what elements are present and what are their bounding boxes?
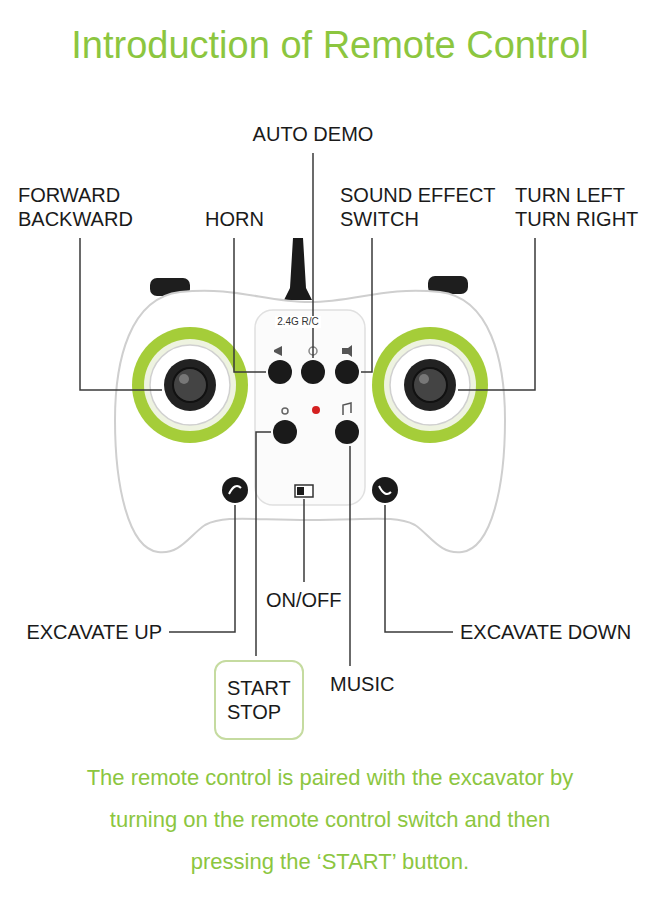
joystick-stick [164, 359, 216, 411]
caption-text: The remote control is paired with the ex… [75, 757, 585, 883]
horn-icon [274, 346, 282, 356]
box-text: START STOP [227, 676, 290, 724]
sound-icon [342, 345, 352, 357]
part-label: SOUND EFFECT SWITCH [340, 183, 508, 231]
sound-button [335, 360, 359, 384]
joystick-highlight [419, 374, 429, 384]
part-label: AUTO DEMO [253, 122, 374, 146]
excavate-down-button [372, 477, 398, 503]
button-icon [229, 486, 241, 494]
horn-button [268, 360, 292, 384]
part-label: TURN LEFT TURN RIGHT [515, 183, 647, 231]
leader-line [80, 238, 162, 390]
joystick-stick [404, 359, 456, 411]
part-label: FORWARD BACKWARD [18, 183, 146, 231]
demo-button [301, 360, 325, 384]
joystick-cap [173, 368, 207, 402]
joystick-ring [132, 327, 248, 443]
part-label: ON/OFF [266, 588, 342, 612]
leader-line [256, 432, 271, 656]
power-switch [295, 485, 313, 497]
power-led [312, 406, 320, 414]
part-label: HORN [205, 207, 264, 231]
switch-slider [297, 487, 304, 495]
leader-line [385, 505, 453, 632]
device-marking: 2.4G R/C [275, 316, 321, 328]
part-label: MUSIC [330, 672, 394, 696]
start-icon [282, 408, 288, 414]
joystick-base [390, 345, 470, 425]
joystick-ring [384, 339, 476, 431]
music-icon [343, 403, 351, 415]
joystick-highlight [179, 374, 189, 384]
part-label: EXCAVATE UP [26, 620, 162, 644]
joystick-ring [372, 327, 488, 443]
antenna [284, 238, 312, 300]
start-button [273, 420, 297, 444]
joystick-cap [413, 368, 447, 402]
leader-line [169, 505, 235, 632]
leader-line [234, 238, 266, 372]
leader-line [458, 238, 535, 390]
leader-line [361, 238, 372, 372]
leader-line [349, 446, 351, 666]
diagram-title: Introduction of Remote Control [71, 22, 589, 68]
button-icon [379, 486, 391, 494]
part-label: EXCAVATE DOWN [460, 620, 631, 644]
controller-body [115, 291, 505, 553]
joystick-ring [144, 339, 236, 431]
music-button [335, 420, 359, 444]
center-panel [255, 310, 365, 505]
boxed-label: START STOP [214, 660, 304, 740]
leader-line [303, 499, 305, 582]
joystick-base [150, 345, 230, 425]
excavate-up-button [222, 477, 248, 503]
